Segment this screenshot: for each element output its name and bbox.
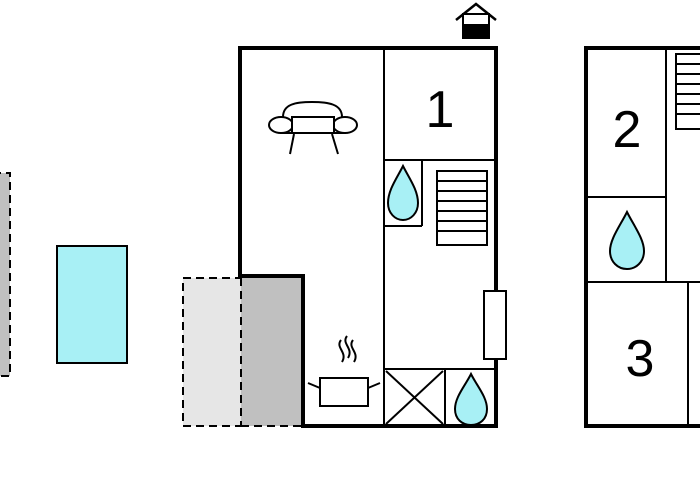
cooking-pot-icon [307,335,381,407]
water-drop-icon-lower [453,371,489,427]
room-number-1: 1 [426,81,455,139]
terrace-dark [241,278,303,426]
room-number-3: 3 [626,330,655,388]
stairs-icon [436,170,488,246]
sofa-icon [268,100,358,155]
terrace-left-partial [0,172,11,377]
room-number-2: 2 [613,101,642,159]
terrace-light [182,277,244,427]
pool [56,245,128,364]
storage-cross-icon [385,370,444,425]
ground-floor-walls [238,46,498,428]
radiator-icon [483,290,507,360]
upper-floor-walls [584,46,700,428]
house-entrance-icon [455,2,497,39]
water-drop-icon [386,163,420,222]
stairs-icon-upper [675,53,700,130]
water-drop-icon-upper [608,209,646,271]
